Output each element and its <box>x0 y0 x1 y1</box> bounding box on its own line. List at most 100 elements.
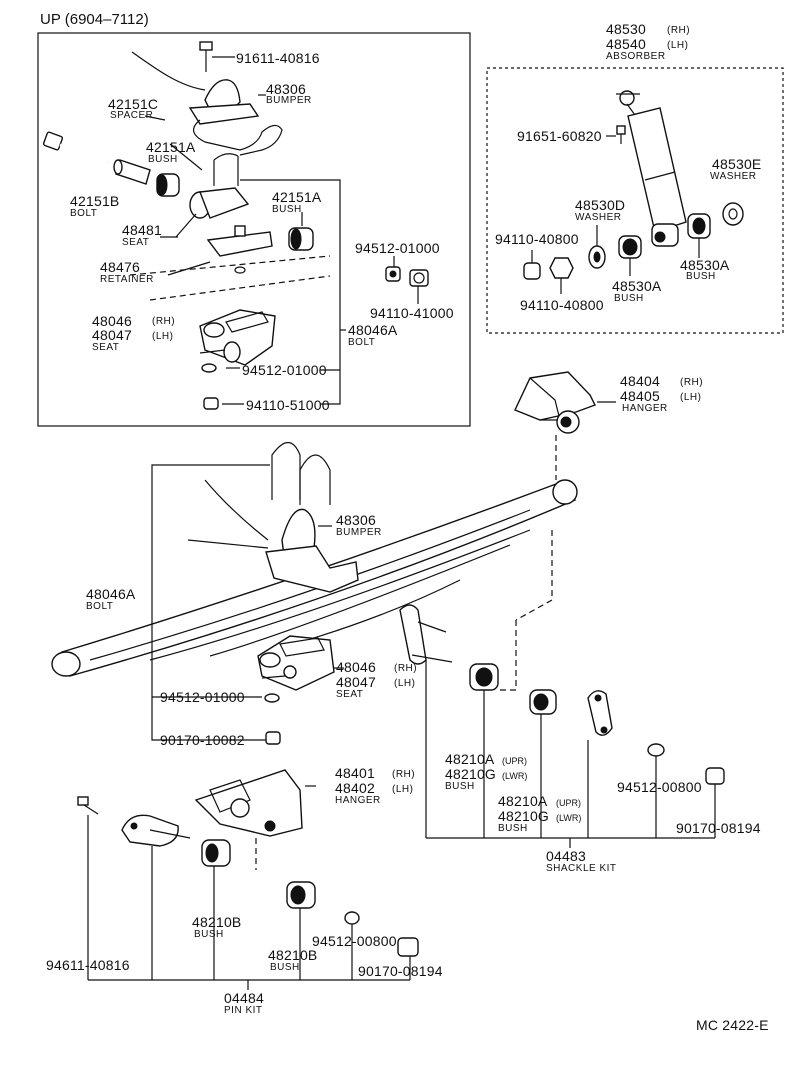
label-small-seat-name: SEAT <box>122 237 150 248</box>
label-bush-a-part: 42151A <box>146 139 196 155</box>
washer-e-icon <box>722 202 744 226</box>
label-washer-d-name: WASHER <box>575 212 622 223</box>
label-bolt-name: BOLT <box>70 208 98 219</box>
pin-bolt-icon <box>77 796 99 815</box>
label-absorber-nut-b: 94110-40800 <box>520 297 604 313</box>
main-washer-icon <box>264 693 280 703</box>
kit-nut-icon <box>705 767 725 785</box>
label-absorber-lh: (LH) <box>667 40 689 51</box>
label-pin-bush-1-part: 48210B <box>192 914 242 930</box>
absorber-frame <box>486 67 784 334</box>
label-inset-ubolt-part: 48046A <box>348 322 398 338</box>
absorber-bolt-icon <box>616 125 626 144</box>
label-rear-hanger-lh: (LH) <box>392 784 414 795</box>
shock-absorber-icon <box>616 90 687 247</box>
label-main-washer: 94512-01000 <box>160 689 245 705</box>
small-seat-icon <box>189 187 250 219</box>
label-kit-washer: 94512-00800 <box>617 779 702 795</box>
label-bush-upr-1-part: 48210A <box>445 751 495 767</box>
main-seat-icon <box>257 635 335 691</box>
spacer-tube-icon <box>113 159 151 185</box>
label-inset-bumper-part: 48306 <box>266 81 306 97</box>
label-inset-nut2: 94110-51000 <box>246 397 330 413</box>
absorber-parts <box>523 90 744 294</box>
label-bush-lwr-1-suffix: (LWR) <box>502 771 528 781</box>
label-inset-seat-rh-part: 48046 <box>92 313 132 329</box>
label-pin-nut: 90170-08194 <box>358 963 443 979</box>
absorber-nut-b-icon <box>549 257 574 279</box>
label-front-hanger-lh: (LH) <box>680 392 702 403</box>
bush-a-icon <box>156 173 180 197</box>
label-inset-washer2: 94512-01000 <box>242 362 327 378</box>
label-pin-bush-2-name: BUSH <box>270 962 300 973</box>
label-washer-e-part: 48530E <box>712 156 762 172</box>
label-absorber-rh: (RH) <box>667 25 691 36</box>
label-pin-bush-2-part: 48210B <box>268 947 318 963</box>
label-kit-nut: 90170-08194 <box>676 820 761 836</box>
inset-nut2-icon <box>203 397 219 410</box>
pin-plate-icon <box>121 814 191 847</box>
inset-seat-icon <box>199 309 276 366</box>
main-nut-icon <box>265 731 281 745</box>
label-bush-1-name: BUSH <box>445 781 475 792</box>
label-absorber-bush-a1-name: BUSH <box>686 271 716 282</box>
label-main-ubolt-part: 48046A <box>86 586 136 602</box>
kit-washer-icon <box>647 743 665 757</box>
label-absorber-nut-a: 94110-40800 <box>495 231 579 247</box>
label-spacer-name: SPACER <box>110 110 154 121</box>
shackle-plate-icon <box>399 604 453 665</box>
label-absorber-name: ABSORBER <box>606 51 666 62</box>
label-main-seat-name: SEAT <box>336 689 364 700</box>
label-bush-lwr-2-part: 48210G <box>498 808 550 824</box>
label-main-nut: 90170-10082 <box>160 732 245 748</box>
long-bolt-icon <box>42 131 109 164</box>
label-bush-a-name: BUSH <box>148 154 178 165</box>
label-bush-b-part: 42151A <box>272 189 322 205</box>
pin-bush-2-icon <box>286 881 316 909</box>
label-bush-lwr-2-suffix: (LWR) <box>556 813 582 823</box>
shackle-bush-2-icon <box>529 689 557 715</box>
label-absorber-bush-a2-name: BUSH <box>614 293 644 304</box>
absorber-nut-a-icon <box>523 262 541 280</box>
label-main-seat-rh-part: 48046 <box>336 659 376 675</box>
label-shackle-kit-name: SHACKLE KIT <box>546 863 617 874</box>
label-absorber-bush-a2-part: 48530A <box>612 278 662 294</box>
inset-parts <box>42 41 429 410</box>
label-retainer-part: 48476 <box>100 259 140 275</box>
absorber-bush-a2-icon <box>618 235 642 259</box>
pin-bush-1-icon <box>201 839 231 867</box>
label-front-hanger-lh-part: 48405 <box>620 388 660 404</box>
u-bolt-icon <box>271 441 331 505</box>
label-main-seat-lh: (LH) <box>394 678 416 689</box>
label-front-hanger-rh: (RH) <box>680 377 704 388</box>
label-91611-40816: 91611-40816 <box>236 50 320 66</box>
label-pin-kit-part: 04484 <box>224 990 264 1006</box>
label-small-seat-part: 48481 <box>122 222 162 238</box>
diagram-code: MC 2422-E <box>696 1017 769 1033</box>
label-washer-e-name: WASHER <box>710 171 757 182</box>
label-bush-2-name: BUSH <box>498 823 528 834</box>
label-retainer-name: RETAINER <box>100 274 154 285</box>
label-pin-bush-1-name: BUSH <box>194 929 224 940</box>
shackle-plate-2-icon <box>587 690 613 736</box>
label-inset-seat-name: SEAT <box>92 342 120 353</box>
label-rear-hanger-rh-part: 48401 <box>335 765 375 781</box>
label-shackle-kit-part: 04483 <box>546 848 586 864</box>
label-main-ubolt-name: BOLT <box>86 601 114 612</box>
label-inset-nut: 94110-41000 <box>370 305 454 321</box>
label-main-seat-lh-part: 48047 <box>336 674 376 690</box>
inset-frame <box>37 32 471 427</box>
pin-washer-icon <box>344 911 360 925</box>
label-rear-hanger-name: HANGER <box>335 795 381 806</box>
label-bush-upr-2-suffix: (UPR) <box>556 798 581 808</box>
label-front-hanger-rh-part: 48404 <box>620 373 660 389</box>
shackle-bush-1-icon <box>469 663 499 691</box>
label-front-hanger-name: HANGER <box>622 403 668 414</box>
label-inset-washer: 94512-01000 <box>355 240 440 256</box>
diagram-title: UP (6904–7112) <box>40 11 149 28</box>
washer-d-icon <box>588 245 606 269</box>
label-absorber-lh-part: 48540 <box>606 36 646 52</box>
label-absorber-bush-a1-part: 48530A <box>680 257 730 273</box>
bush-b-icon <box>288 227 314 251</box>
